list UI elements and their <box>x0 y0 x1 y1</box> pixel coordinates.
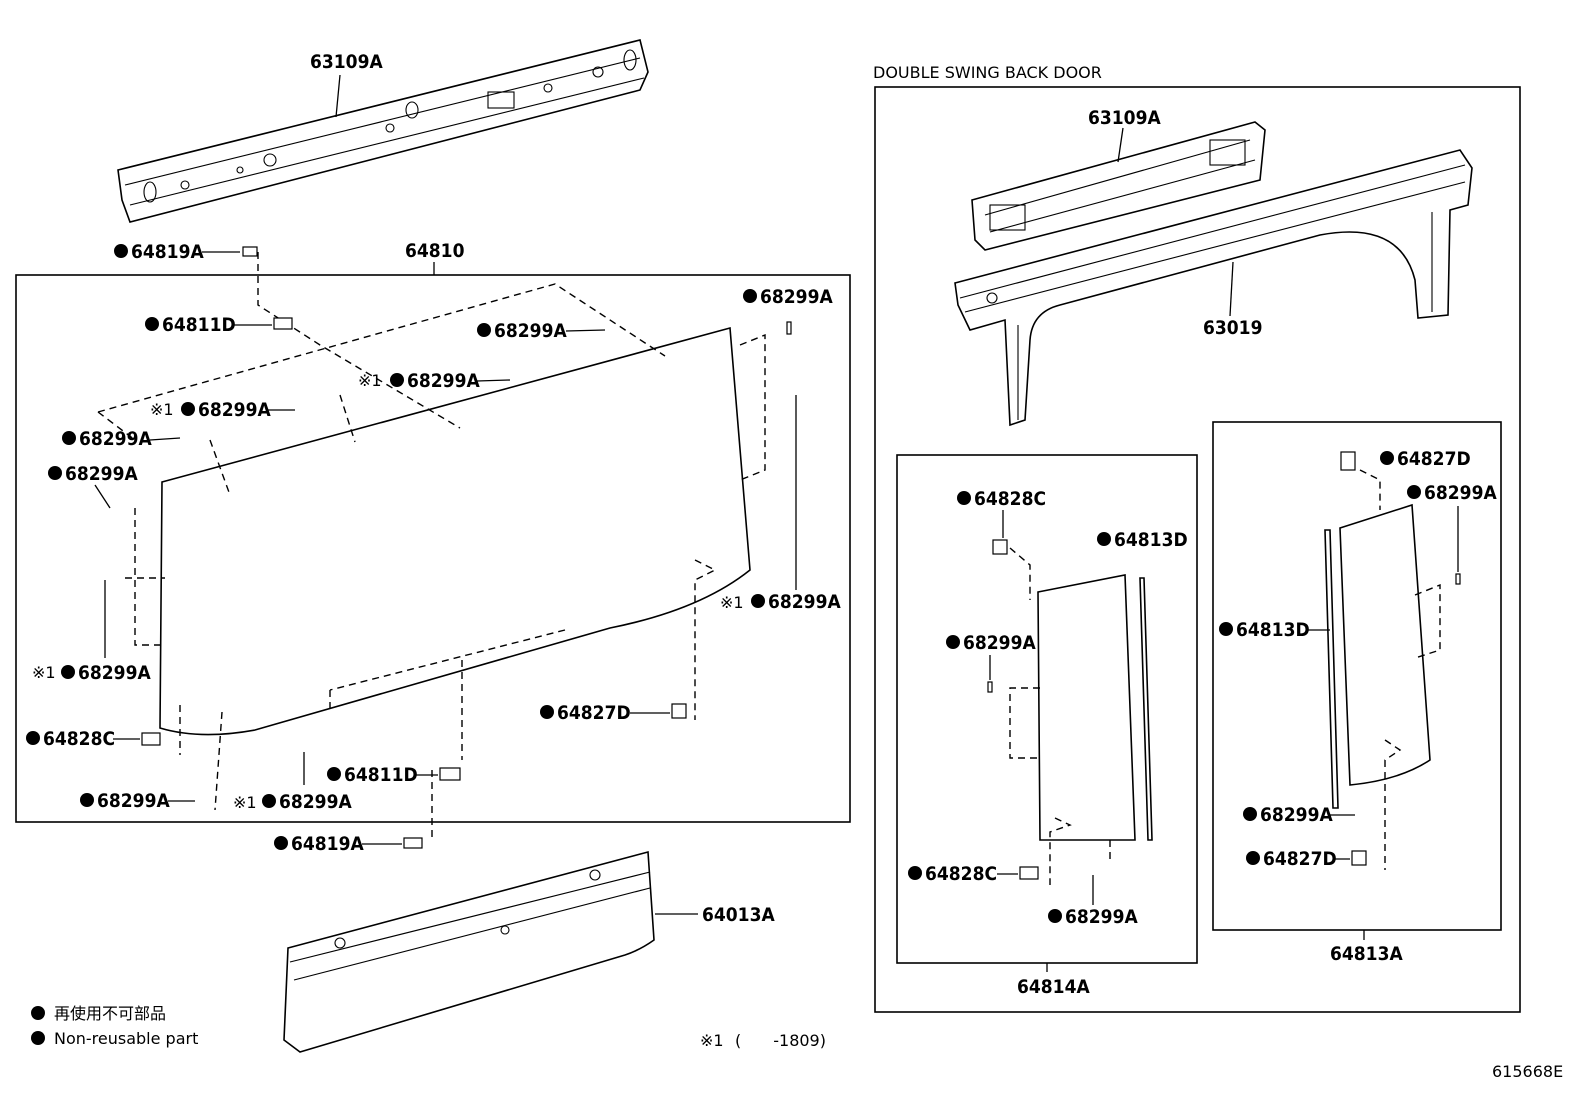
group-frame-64813a <box>1212 421 1502 931</box>
part-63109a-dsbd-rail <box>971 121 1266 251</box>
label-64827d-main: 64827D <box>557 702 631 724</box>
label-68299a-t4: 68299A <box>198 399 271 421</box>
label-64813d-r: 64813D <box>1236 619 1310 641</box>
label-64828c-l1: 64828C <box>974 488 1046 510</box>
note-mark-5: ※1 <box>233 793 257 812</box>
label-68299a-l1: 68299A <box>79 428 152 450</box>
note-mark-3: ※1 <box>32 663 56 682</box>
label-64827d-r2: 64827D <box>1263 848 1337 870</box>
note-mark-4: ※1 <box>720 593 744 612</box>
part-glass-64814a <box>1037 574 1136 841</box>
label-64811d-bot: 64811D <box>344 764 418 786</box>
label-63109a-dsbd: 63109A <box>1088 107 1161 129</box>
label-68299a-r1: 68299A <box>768 591 841 613</box>
label-64013a: 64013A <box>702 904 775 926</box>
note-mark-1: ※1 <box>358 371 382 390</box>
part-glass-64813a <box>1339 503 1431 786</box>
label-68299a-tr1: 68299A <box>760 286 833 308</box>
label-63109a-main: 63109A <box>310 51 383 73</box>
section-title: DOUBLE SWING BACK DOOR <box>873 63 1102 82</box>
label-64813a: 64813A <box>1330 943 1403 965</box>
part-63109a-rail <box>117 39 649 223</box>
label-64811d-top: 64811D <box>162 314 236 336</box>
label-64814a: 64814A <box>1017 976 1090 998</box>
group-frame-double-swing <box>874 86 1521 1013</box>
part-weatherstrip-right <box>1324 529 1339 809</box>
label-68299a-l3: 68299A <box>78 662 151 684</box>
label-68299a-rb2: 68299A <box>1260 804 1333 826</box>
part-back-glass <box>159 326 751 736</box>
label-64810: 64810 <box>405 240 465 262</box>
part-63019-header <box>954 149 1473 427</box>
label-68299a-t2: 68299A <box>494 320 567 342</box>
label-68299a-b1: 68299A <box>97 790 170 812</box>
label-64819a-bot: 64819A <box>291 833 364 855</box>
label-68299a-rb1: 68299A <box>1424 482 1497 504</box>
label-64813d-l: 64813D <box>1114 529 1188 551</box>
legend-jp: 再使用不可部品 <box>54 1004 166 1023</box>
note-text: ( -1809) <box>735 1031 826 1050</box>
part-64013a-panel <box>283 850 655 1053</box>
group-frame-64810 <box>15 274 851 823</box>
label-68299a-lb2: 68299A <box>1065 906 1138 928</box>
note-mark-2: ※1 <box>150 400 174 419</box>
label-68299a-t3: 68299A <box>407 370 480 392</box>
label-68299a-lb1: 68299A <box>963 632 1036 654</box>
label-68299a-b2: 68299A <box>279 791 352 813</box>
label-64828c-l2: 64828C <box>925 863 997 885</box>
legend-en: Non-reusable part <box>54 1029 198 1048</box>
part-weatherstrip-left <box>1139 577 1153 841</box>
label-64819a-top: 64819A <box>131 241 204 263</box>
note-mark-legend: ※1 <box>700 1031 724 1050</box>
label-63019: 63019 <box>1203 317 1262 339</box>
label-68299a-l2: 68299A <box>65 463 138 485</box>
diagram-id: 615668E <box>1492 1062 1563 1081</box>
label-64827d-r1: 64827D <box>1397 448 1471 470</box>
label-64828c-main: 64828C <box>43 728 115 750</box>
